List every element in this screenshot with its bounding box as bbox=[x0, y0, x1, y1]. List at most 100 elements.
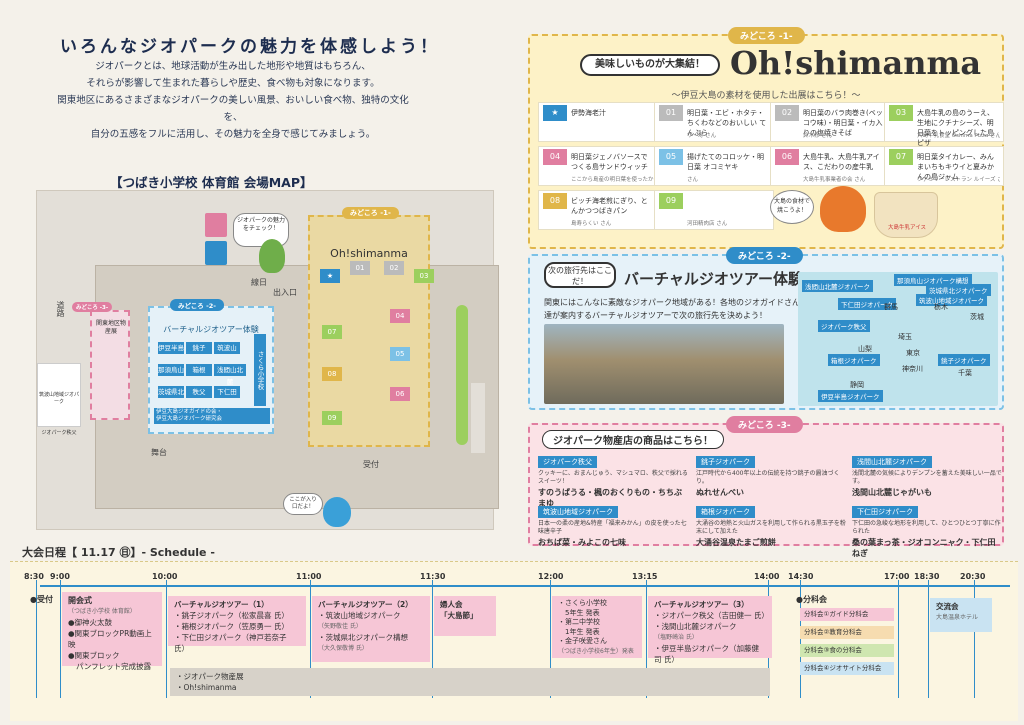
tick-0830 bbox=[36, 580, 37, 698]
pref-tochigi: 栃木 bbox=[934, 303, 948, 311]
orange-mascot-icon bbox=[820, 186, 866, 232]
time-1200: 12:00 bbox=[538, 572, 564, 581]
map-tag-2: みどころ -2- bbox=[170, 299, 224, 311]
pref-tokyo: 東京 bbox=[906, 349, 920, 357]
entrance-bubble: ここが入り口だよ！ bbox=[283, 493, 323, 515]
tick-1100 bbox=[310, 580, 311, 698]
virtual-tour-panel: みどころ -2- 次の旅行先はここだ！ バーチャルジオツアー体験 関東にはこんな… bbox=[528, 247, 1004, 410]
vt-cell-asama: 浅間山北麓 bbox=[214, 364, 246, 386]
vt-cell-tsukuba: 筑波山 bbox=[214, 342, 240, 354]
pref-chiba: 千葉 bbox=[958, 369, 972, 377]
vt-note: 伊豆大島ジオガイドの会・ 伊豆大島ジオパーク研究会 bbox=[154, 408, 270, 424]
panel1-tag: みどころ -1- bbox=[728, 27, 805, 44]
time-1100: 11:00 bbox=[296, 572, 322, 581]
product-asama: 浅間山北麓ジオパーク浅間北麓の気候によりデンプンを蓄えた美味しい一品です。浅間山… bbox=[852, 456, 1002, 497]
school-block: ・さくら小学校 5年生 発表 ・第二中学校 1年生 発表 ・金子咲愛さん （つば… bbox=[552, 596, 642, 658]
tick-1430 bbox=[800, 580, 801, 698]
pref-shizuoka: 静岡 bbox=[850, 381, 864, 389]
map-flag-05: 05 bbox=[390, 347, 410, 361]
map-tag-hakone: 箱根ジオパーク bbox=[828, 354, 880, 366]
time-1130: 11:30 bbox=[420, 572, 446, 581]
product-tsukuba: 筑波山地域ジオパーク日本一の柔の産地&特産「福来みかん」の皮を使った七味唐辛子お… bbox=[538, 506, 687, 547]
map-flag-03: 03 bbox=[414, 269, 434, 283]
vt-cell-shimonita: 下仁田 bbox=[214, 386, 240, 398]
opening-block: 開会式 （つばき小学校 体育館） ●御神火太鼓 ●関東ブロックPR動画上映 ●関… bbox=[62, 592, 162, 671]
road-label: 道路 bbox=[56, 301, 65, 317]
panel2-tag: みどころ -2- bbox=[726, 247, 803, 264]
product-choshi: 銚子ジオパーク江戸時代から400年以上の伝統を持つ銚子の醤油づくり。ぬれせんべい bbox=[696, 456, 840, 497]
timeline-axis-evening bbox=[780, 585, 1010, 587]
bunkakai-1: 分科会①ガイド分科会 bbox=[800, 608, 894, 621]
map-tag-nasu: 那須烏山ジオパーク構想 bbox=[894, 274, 972, 286]
photo-caption-1: 筑波山地域ジオパーク bbox=[38, 392, 79, 405]
map-title: 【つばき小学校 体育館 会場MAP】 bbox=[110, 175, 313, 190]
tick-1200 bbox=[550, 580, 551, 698]
panel2-title: バーチャルジオツアー体験 bbox=[624, 270, 803, 288]
products-panel: みどころ -3- ジオパーク物産店の商品はこちら！ ジオパーク秩父クッキーに、お… bbox=[528, 416, 1004, 558]
reception-item: ●受付 bbox=[30, 595, 53, 604]
time-0830: 8:30 bbox=[24, 572, 44, 581]
map-flag-07: 07 bbox=[322, 325, 342, 339]
tick-1830 bbox=[928, 580, 929, 698]
time-0900: 9:00 bbox=[50, 572, 70, 581]
tick-2030 bbox=[974, 580, 975, 698]
map-virtual-tour-area: みどころ -2- バーチャルジオツアー体験 伊豆半島 銚子 筑波山 那須烏山 箱… bbox=[148, 299, 274, 434]
map-flag-09: 09 bbox=[322, 411, 342, 425]
map-oh-title: Oh!shimanma bbox=[330, 247, 408, 260]
tour-photo bbox=[544, 324, 784, 404]
bunkakai-3: 分科会③食の分科会 bbox=[800, 644, 894, 657]
product-photo-1 bbox=[37, 363, 81, 427]
fujinkai-block: 婦人会 「大島節」 bbox=[434, 596, 496, 636]
map-flag-06: 06 bbox=[390, 387, 410, 401]
vt-cell-chichibu: 秩父 bbox=[186, 386, 212, 398]
intro-text: ジオパークとは、地球活動が生み出した地形や地質はもちろん、 それらが影響して生ま… bbox=[57, 61, 409, 140]
ice-cream-cup-icon: 大島牛乳アイス bbox=[874, 192, 938, 238]
map-flag-star: ★ bbox=[320, 269, 340, 283]
map-tag-3: みどころ -3- bbox=[72, 302, 113, 312]
entrance-label: 出入口 bbox=[273, 288, 297, 297]
time-1700: 17:00 bbox=[884, 572, 910, 581]
tick-1315 bbox=[646, 580, 647, 698]
panel1-subtitle: 〜伊豆大島の素材を使用した出展はこちら！〜 bbox=[671, 91, 861, 101]
panel3-tag: みどころ -3- bbox=[726, 416, 803, 433]
side-gap bbox=[471, 383, 485, 453]
map-tag-tsukuba: 筑波山地域ジオパーク bbox=[916, 294, 987, 306]
vt-cell-nasu: 那須烏山 bbox=[158, 364, 184, 376]
pref-ibaraki: 茨城 bbox=[970, 313, 984, 321]
tick-1700 bbox=[898, 580, 899, 698]
time-1400: 14:00 bbox=[754, 572, 780, 581]
pref-kanagawa: 神奈川 bbox=[902, 365, 923, 373]
map-tag-izu: 伊豆半島ジオパーク bbox=[818, 390, 883, 402]
time-1315: 13:15 bbox=[632, 572, 658, 581]
panel2-badge: 次の旅行先はここだ！ bbox=[544, 262, 616, 288]
map-tag-choshi: 銚子ジオパーク bbox=[938, 354, 990, 366]
map-vt-title: バーチャルジオツアー体験 bbox=[163, 325, 259, 334]
vt-cell-school: さくら小学校 bbox=[254, 334, 266, 406]
timeline-axis bbox=[40, 585, 780, 587]
tick-1000 bbox=[166, 580, 167, 698]
map-tag-chichibu: ジオパーク秩父 bbox=[818, 320, 870, 332]
panel1-mascot-bubble: 大島の食材で焼こうよ！ bbox=[770, 190, 814, 224]
map-tag-shimonita: 下仁田ジオパーク bbox=[838, 298, 896, 310]
panel1-title: Oh!shimanma bbox=[730, 44, 982, 82]
map-tag-asama: 浅間山北麓ジオパーク bbox=[802, 280, 873, 292]
map-flag-08: 08 bbox=[322, 367, 342, 381]
map-flag-01: 01 bbox=[350, 261, 370, 275]
ohshimanma-panel: みどころ -1- 美味しいものが大集結！ Oh!shimanma 〜伊豆大島の素… bbox=[528, 27, 1004, 249]
tick-0900 bbox=[60, 580, 61, 698]
green-mascot-icon bbox=[259, 239, 285, 273]
bunkakai-4: 分科会④ジオサイト分科会 bbox=[800, 662, 894, 675]
vt-cell-choshi: 銚子 bbox=[186, 342, 212, 354]
map-ohshimanma-area: みどころ -1- Oh!shimanma ★ 01 02 03 04 05 06… bbox=[308, 207, 434, 447]
pref-gunma: 群馬 bbox=[884, 303, 898, 311]
mascot-bubble: ジオパークの魅力をチェック！ bbox=[233, 213, 289, 247]
time-1830: 18:30 bbox=[914, 572, 940, 581]
restroom-men-icon bbox=[205, 241, 227, 265]
